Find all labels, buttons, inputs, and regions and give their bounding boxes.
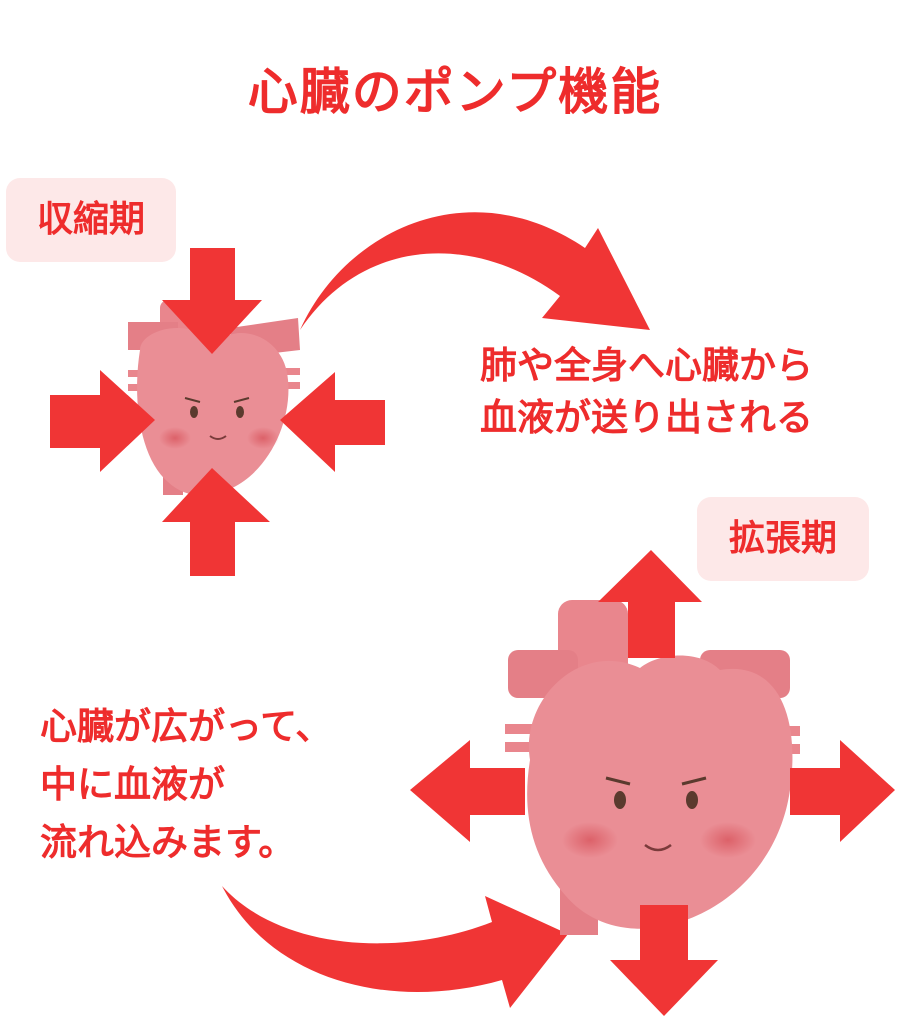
arrow-down-icon	[610, 905, 718, 1016]
contraction-arrows	[50, 248, 385, 576]
systole-description-line-1: 肺や全身へ心臓から	[480, 344, 813, 387]
page-title: 心臓のポンプ機能	[247, 63, 663, 121]
expansion-arrows	[410, 550, 895, 1016]
systole-description: 肺や全身へ心臓から 血液が送り出される	[480, 340, 813, 444]
large-heart-icon	[505, 600, 800, 935]
arrow-up-icon	[598, 550, 702, 658]
small-heart-icon	[128, 300, 300, 496]
arrow-up-icon	[162, 468, 270, 576]
systole-description-line-2: 血液が送り出される	[480, 396, 813, 439]
arrow-left-icon	[410, 740, 525, 842]
arrow-right-icon	[50, 370, 155, 472]
diastole-description-line-1: 心臓が広がって、	[40, 705, 333, 748]
flow-arrow-in	[222, 886, 568, 1008]
flow-arrow-out	[300, 212, 650, 330]
arrow-right-icon	[790, 740, 895, 842]
diastole-description: 心臓が広がって、 中に血液が 流れ込みます。	[40, 698, 332, 872]
arrow-down-icon	[162, 248, 262, 354]
arrow-left-icon	[280, 372, 385, 472]
systole-label: 収縮期	[6, 178, 176, 262]
diastole-description-line-3: 流れ込みます。	[40, 821, 296, 864]
diastole-description-line-2: 中に血液が	[40, 763, 225, 806]
diastole-label: 拡張期	[697, 497, 869, 581]
